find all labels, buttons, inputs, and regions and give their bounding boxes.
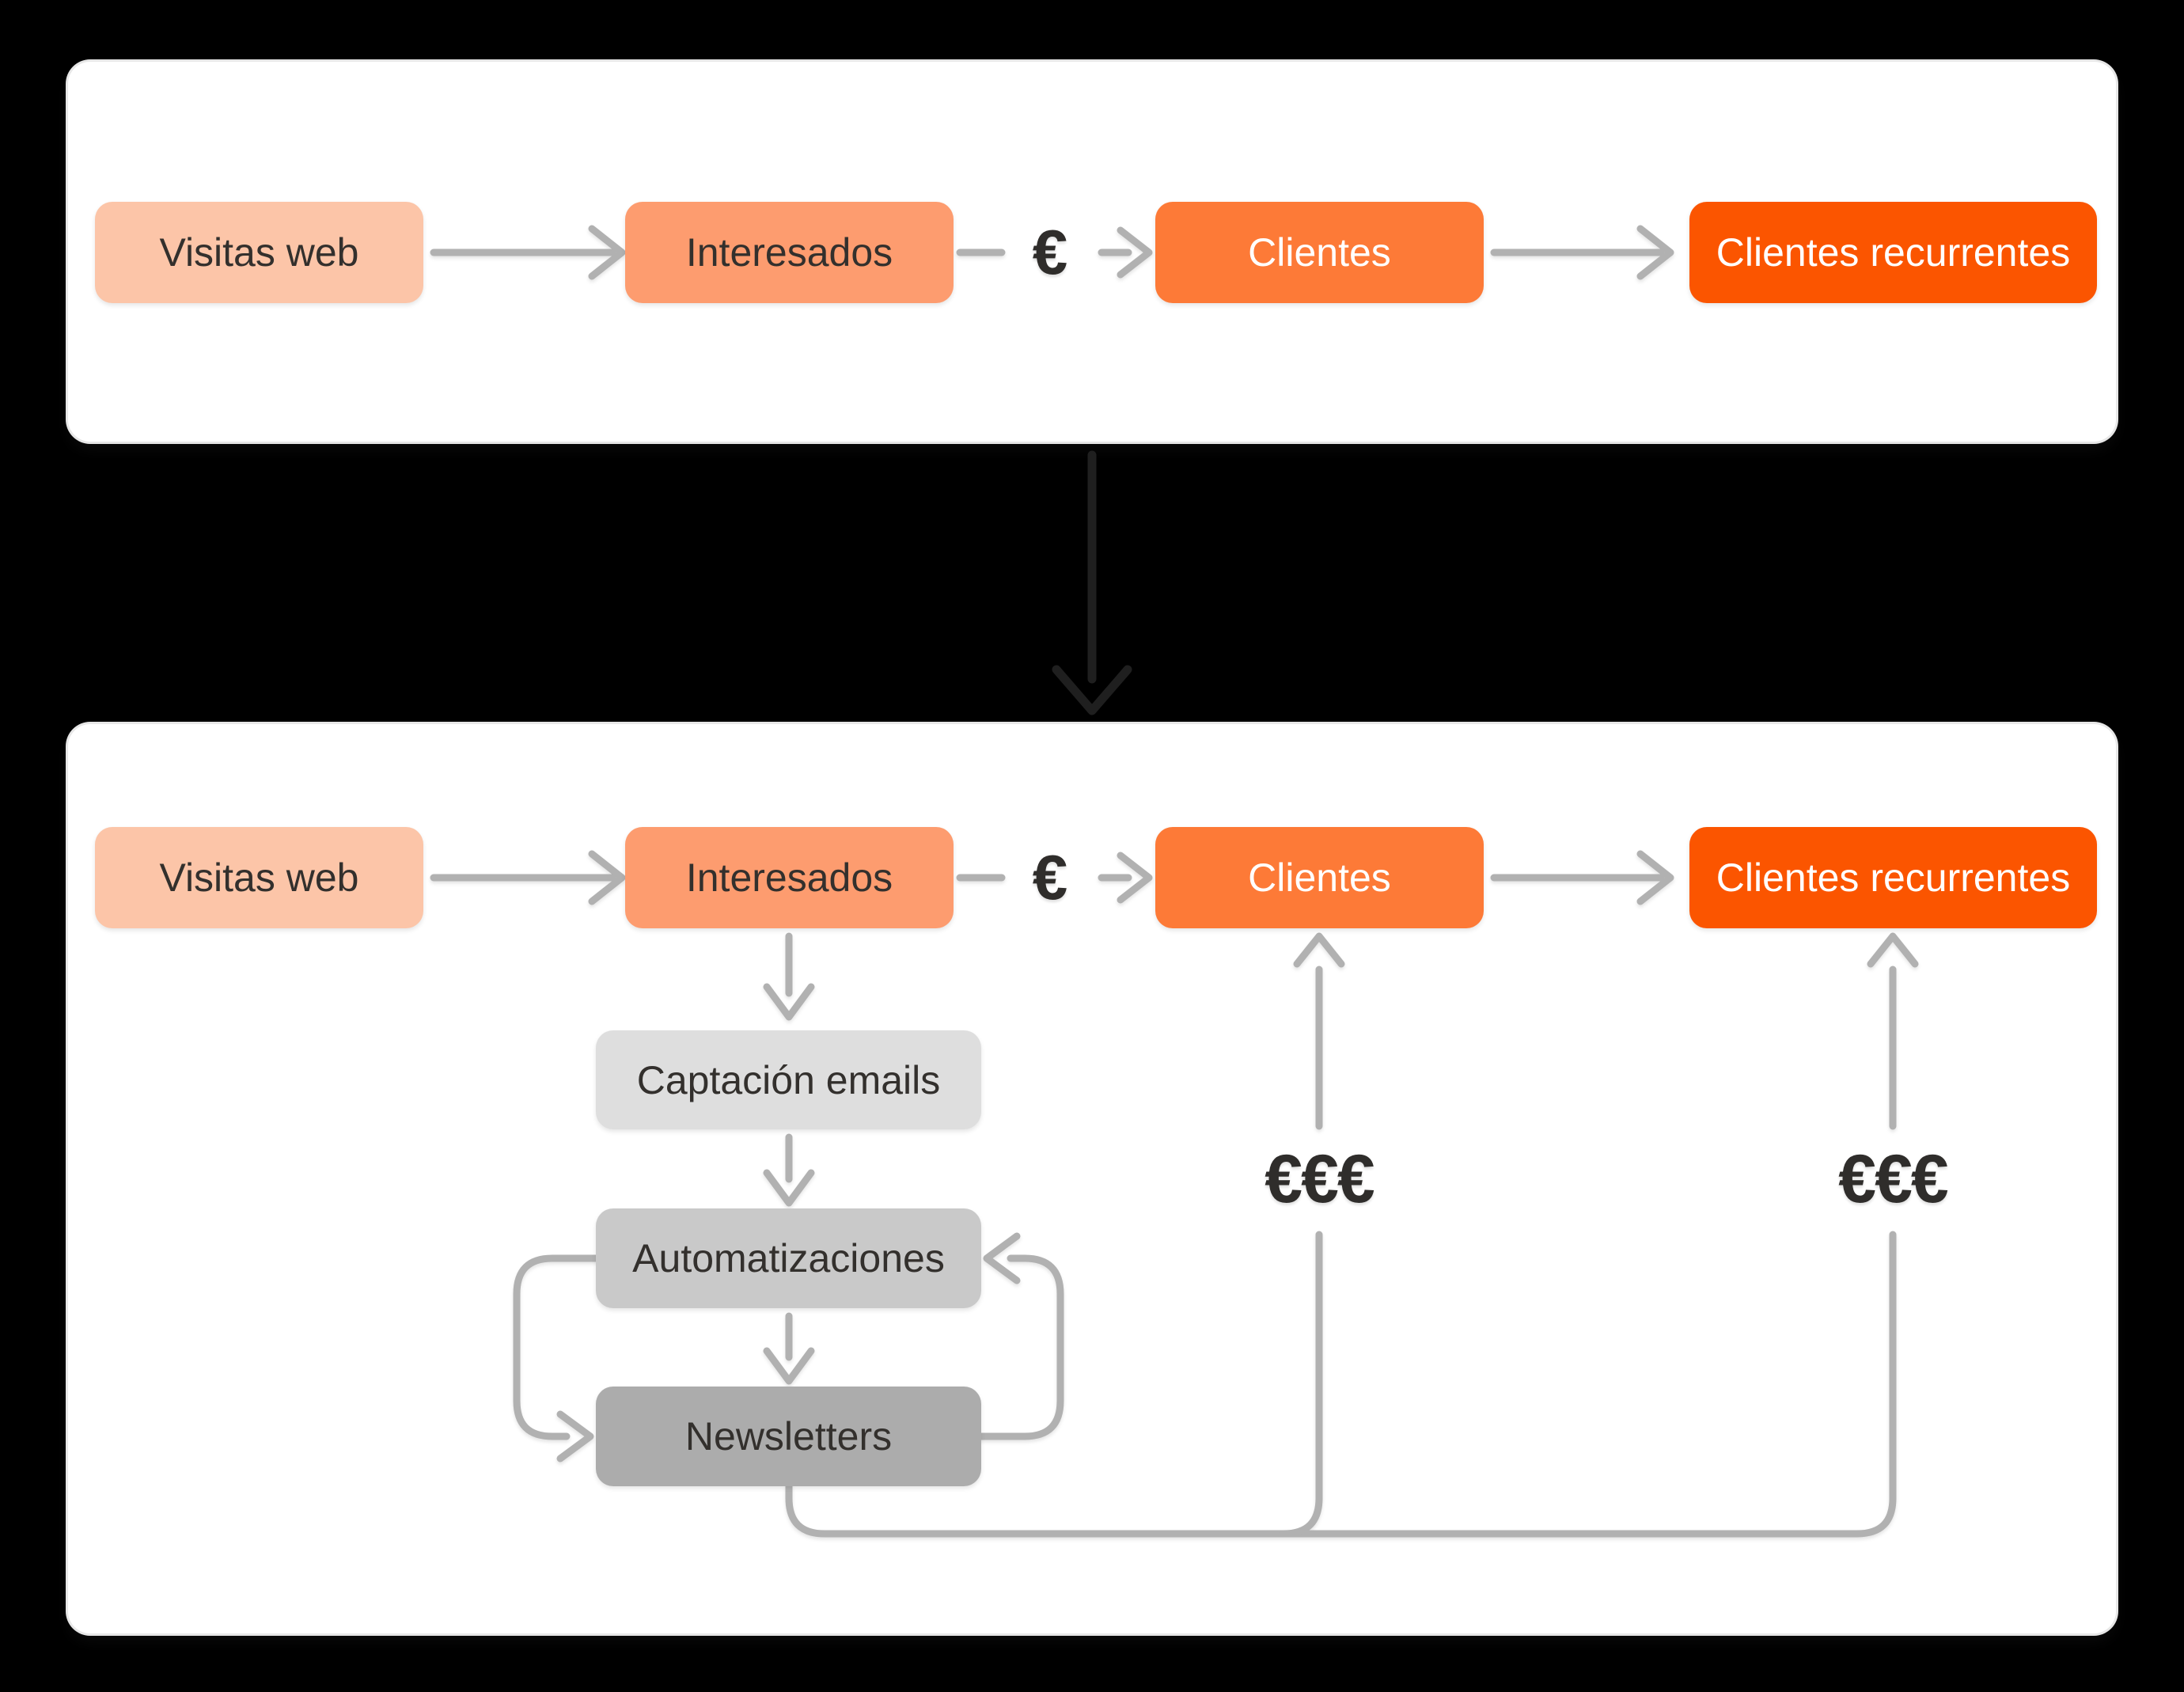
node-captacion-emails: Captación emails [596,1030,981,1129]
bottom-panel: Visitas web Interesados € Clientes Clien… [68,724,2116,1633]
arrow-captacion-to-automatizaciones-icon [763,1133,815,1207]
loop-newsletters-to-automatizaciones-icon [977,1232,1064,1440]
loop-automatizaciones-to-newsletters-icon [513,1254,600,1462]
arrow-visitas-to-interesados-icon [430,850,626,905]
node-label: Clientes [1248,855,1391,900]
arrow-euro-to-clientes-icon [1098,852,1153,904]
node-clientes-recurrentes-top: Clientes recurrentes [1689,202,2097,303]
arrow-revenue-to-recurrentes-icon [1867,932,1919,1130]
arrow-euro-to-clientes-icon [1098,226,1153,279]
arrow-clientes-to-recurrentes-icon [1490,850,1674,905]
euro-symbol-top: € [1032,217,1068,287]
top-connectors [430,225,1674,280]
node-label: Clientes recurrentes [1716,855,2071,900]
node-label: Clientes recurrentes [1716,230,2071,275]
node-label: Visitas web [159,855,359,900]
revenue-eur-right: €€€ [1838,1140,1949,1217]
node-label: Visitas web [159,230,359,275]
node-newsletters: Newsletters [596,1387,981,1486]
node-automatizaciones: Automatizaciones [596,1208,981,1308]
node-label: Interesados [685,230,893,275]
arrow-revenue-to-clientes-icon [1293,932,1345,1130]
node-interesados-top: Interesados [625,202,954,303]
node-label: Interesados [685,855,893,900]
node-label: Automatizaciones [632,1236,945,1280]
connector-newsletters-to-risers [785,1231,1897,1538]
inter-panel-arrow-icon [1052,450,1132,715]
node-label: Clientes [1248,230,1391,275]
arrow-visitas-to-interesados-icon [430,225,626,280]
node-clientes-top: Clientes [1155,202,1484,303]
arrow-automatizaciones-to-newsletters-icon [763,1312,815,1385]
euro-symbol-bottom: € [1032,842,1068,912]
node-clientes-recurrentes-bottom: Clientes recurrentes [1689,827,2097,928]
node-interesados-bottom: Interesados [625,827,954,928]
bottom-connectors [430,850,1919,1538]
node-clientes-bottom: Clientes [1155,827,1484,928]
node-visitas-web-bottom: Visitas web [95,827,423,928]
node-visitas-web-top: Visitas web [95,202,423,303]
top-panel: Visitas web Interesados € Clientes Clien… [68,62,2116,442]
revenue-eur-left: €€€ [1265,1140,1375,1217]
node-label: Captación emails [636,1057,941,1102]
arrow-clientes-to-recurrentes-icon [1490,225,1674,280]
arrow-interesados-to-captacion-icon [763,932,815,1021]
node-label: Newsletters [684,1414,893,1459]
